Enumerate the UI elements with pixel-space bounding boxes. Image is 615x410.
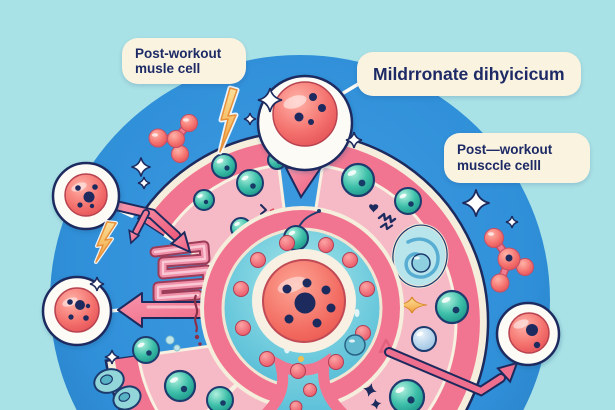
lightning-bolt-icon [217,85,240,155]
callout-cell-upper [51,161,121,231]
elbow-arrow [378,338,519,397]
organelle-teal-sphere [193,189,215,211]
label-mildronate-dihydricum: Mildrronate dihyicicum [357,52,581,96]
donut-cell [93,368,125,394]
stress-marks [260,204,397,231]
label-post-workout-muscle-cell-top: Post-workout musle cell [122,38,246,84]
organelle-teal-sphere [206,386,234,410]
label-line: Post-workout [135,45,222,61]
callout-cell-lower [41,275,113,347]
organelle-teal-sphere [236,169,264,197]
molecule-right [484,228,534,293]
heart-mark [369,204,379,213]
organelle-teal-sphere [434,289,470,325]
bubble [344,334,366,356]
branched-arrow [112,200,192,254]
donut-cell [112,385,142,410]
organelle-teal-sphere [211,153,237,179]
label-line: musle cell [135,61,201,76]
organelle-teal-sphere [394,187,422,215]
red-dash [269,208,275,212]
yellow-fleck [298,356,304,362]
vesicle-periwinkle [411,326,437,352]
teal-organelles [132,150,470,410]
lightning-bolt-icon [94,220,118,264]
label-line: musccle celll [457,158,542,173]
er-thread [193,294,202,346]
cell-centre [200,206,404,410]
swirl-organelle [391,223,449,289]
organelle-teal-sphere [163,369,197,403]
molecule-left [148,114,198,163]
organelle-teal-sphere [388,378,426,410]
callout-mildronate [256,74,354,172]
organelle-teal-sphere [132,336,160,364]
label-line: Mildrronate dihyicicum [373,63,565,84]
label-line: Post—workout [457,142,553,158]
metabolite-spheres [233,235,375,410]
nucleolus-dots [282,278,336,328]
er-organelle [149,240,214,304]
label-post-workout-muscle-cell-right: Post—workout musccle celll [444,133,590,183]
callout-cell-right [495,301,561,367]
organelle-teal-sphere [340,162,376,198]
vesicle-dots [165,335,181,352]
